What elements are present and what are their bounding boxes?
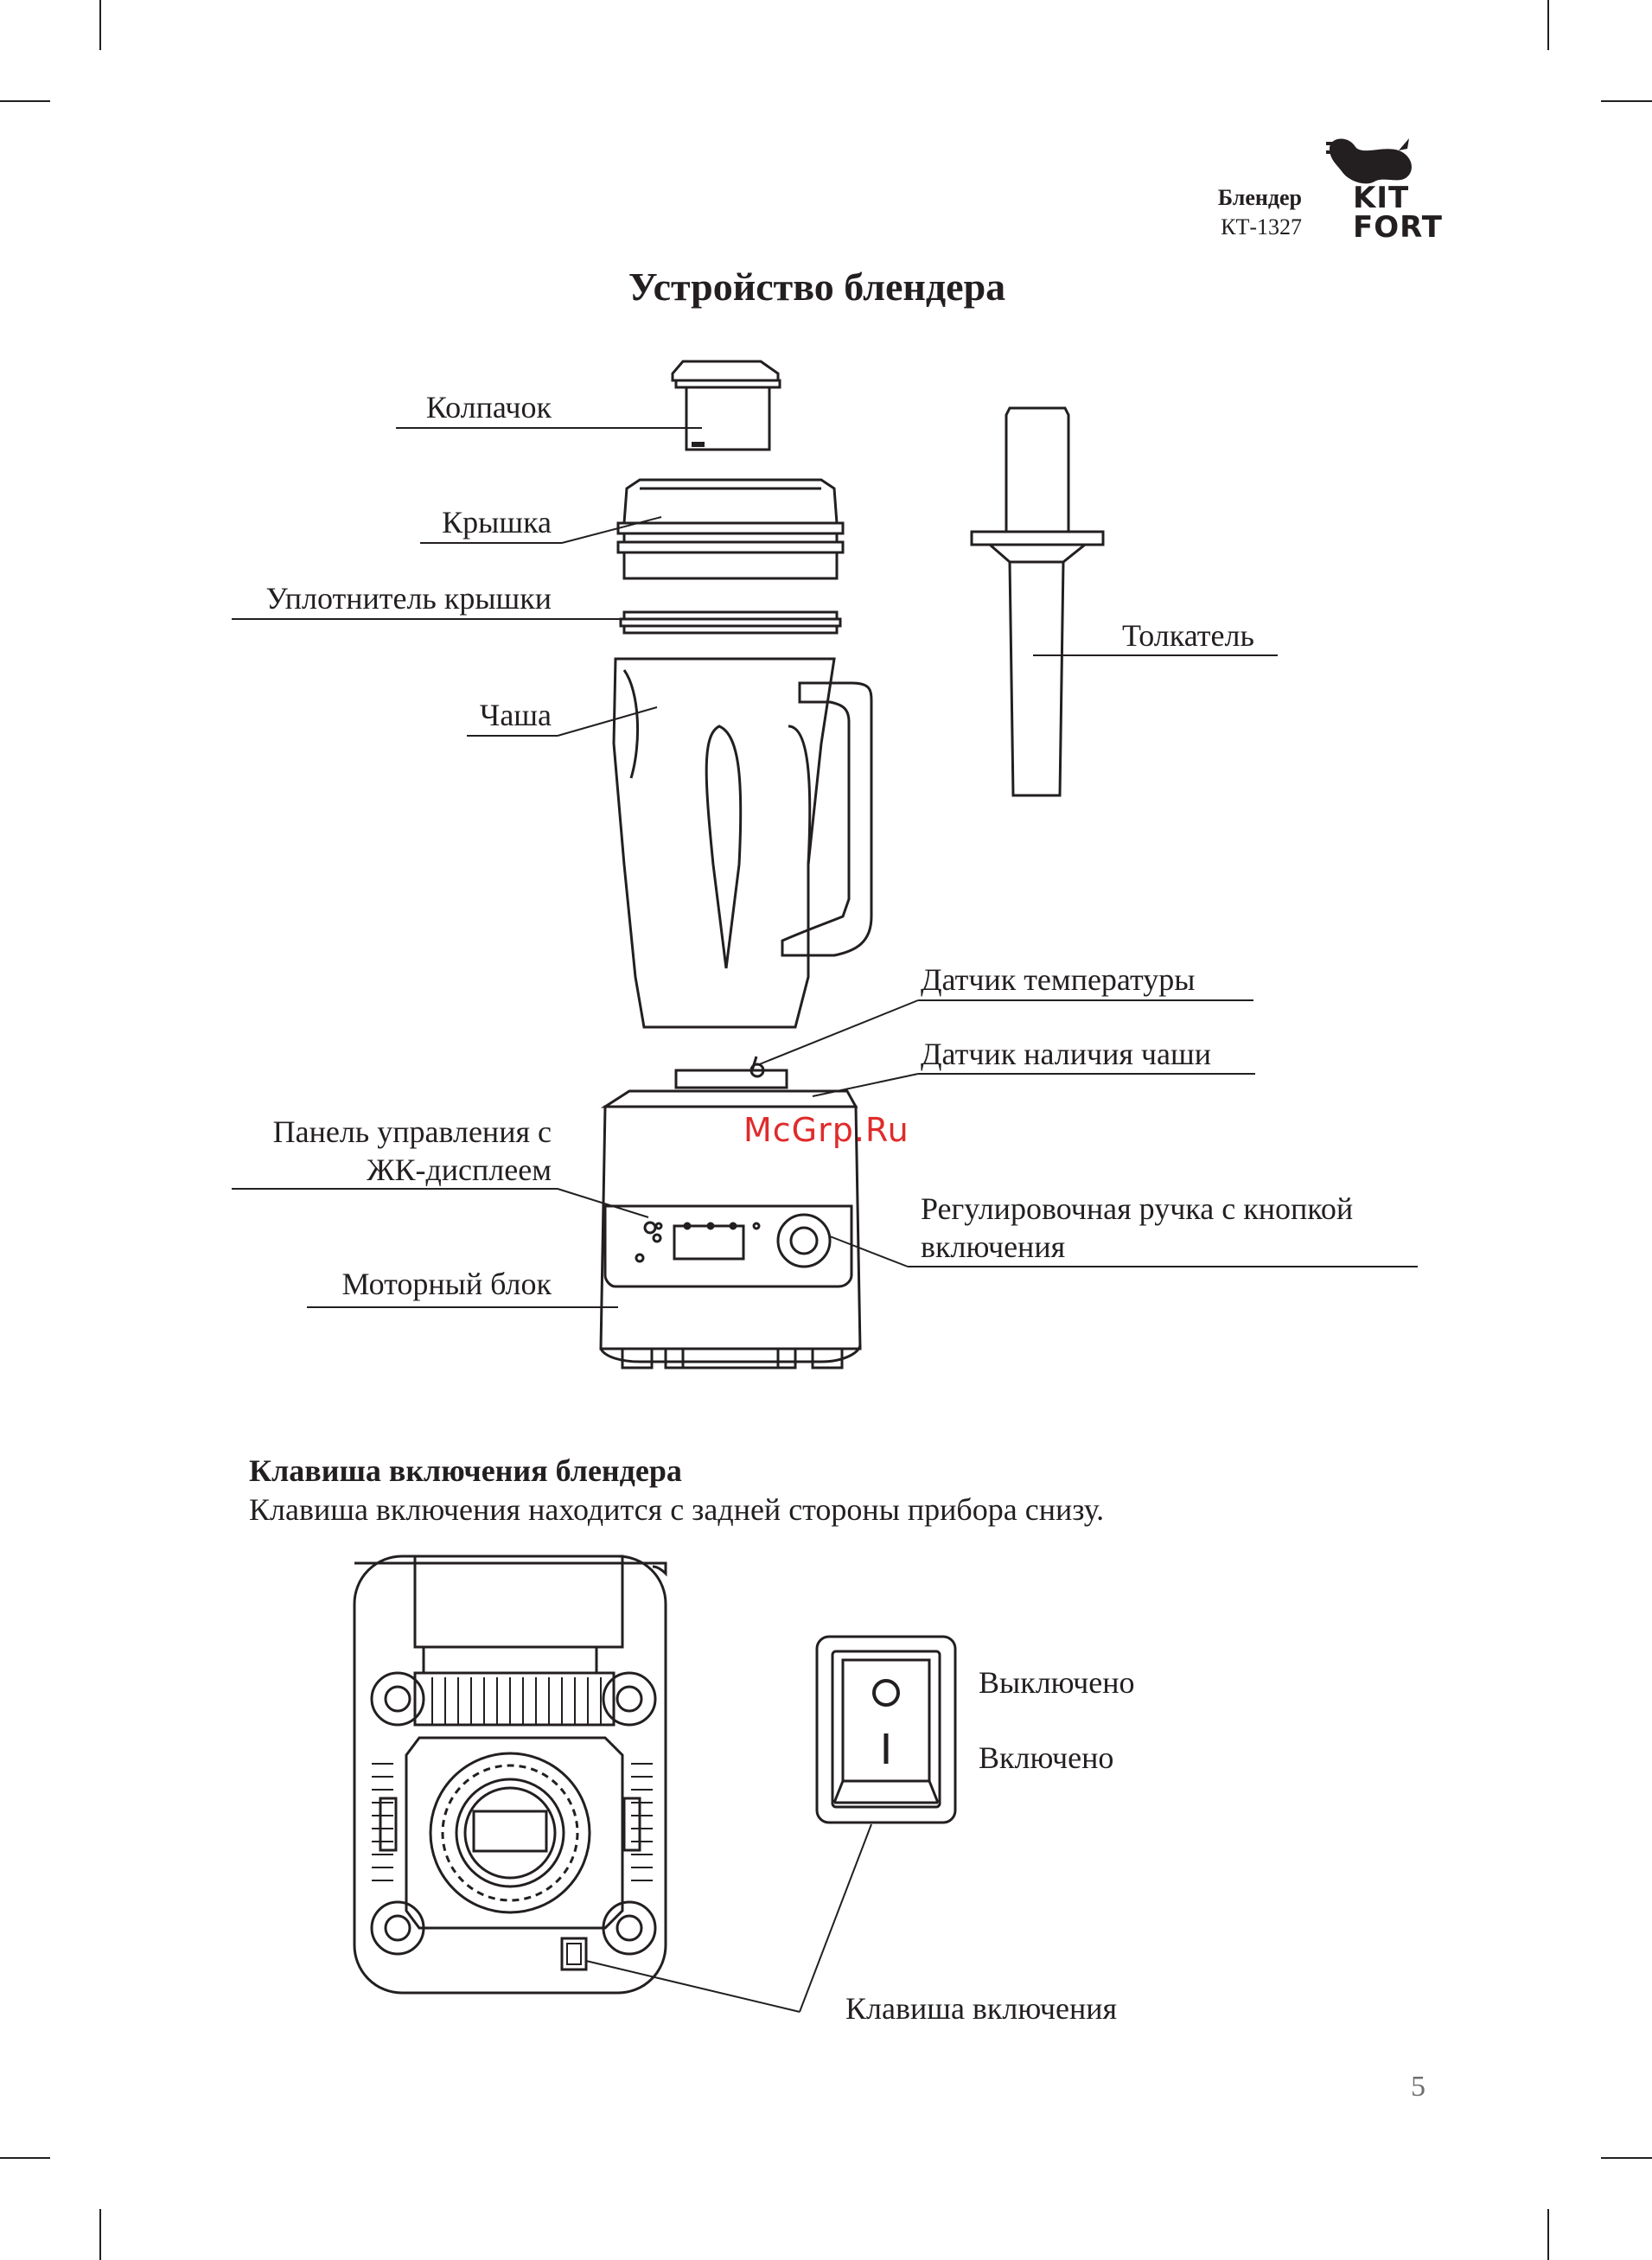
label-motor-unit: Моторный блок	[341, 1267, 552, 1301]
label-lid-seal: Уплотнитель крышки	[265, 581, 552, 616]
motor-base-part	[599, 1056, 862, 1369]
watermark: McGrp.Ru	[743, 1111, 909, 1149]
lid-seal-part	[619, 610, 842, 635]
crop-mark	[0, 100, 50, 102]
header-product: Блендер	[1217, 185, 1302, 210]
cap-part	[671, 360, 781, 451]
label-knob: Регулировочная ручка с кнопкой включения	[921, 1190, 1353, 1266]
crop-mark	[99, 2209, 101, 2260]
label-control-panel: Панель управления с ЖК-дисплеем	[273, 1113, 552, 1189]
label-switch-off: Выключено	[979, 1665, 1135, 1700]
page-number: 5	[1411, 2071, 1426, 2103]
label-temp-sensor: Датчик температуры	[921, 962, 1196, 997]
crop-mark	[1601, 2157, 1652, 2159]
crop-mark	[1601, 100, 1652, 102]
tamper-part	[970, 406, 1105, 797]
label-cap: Колпачок	[425, 390, 552, 425]
lid-part	[616, 478, 845, 580]
label-jar-sensor: Датчик наличия чаши	[921, 1037, 1211, 1071]
label-panel-line1: Панель управления с	[272, 1114, 552, 1149]
label-panel-line2: ЖК-дисплеем	[367, 1152, 552, 1187]
label-tamper: Толкатель	[1122, 618, 1254, 653]
label-switch-on: Включено	[979, 1740, 1114, 1775]
leader-lines	[232, 427, 1418, 1308]
jar-part	[612, 657, 873, 1029]
logo-line-1: KIT	[1353, 181, 1410, 215]
switch-leader-lines	[585, 1823, 872, 2013]
section-heading: Клавиша включения блендера	[249, 1453, 682, 1488]
logo-line-2: FORT	[1353, 210, 1443, 245]
header-model: КТ-1327	[1221, 214, 1302, 239]
crop-mark	[1547, 0, 1549, 50]
whale-plug-icon	[1326, 138, 1412, 184]
brand-logo-text: KIT FORT	[1353, 183, 1443, 242]
crop-mark	[1547, 2209, 1549, 2260]
label-jar: Чаша	[479, 698, 552, 732]
crop-mark	[0, 2157, 50, 2159]
section-text: Клавиша включения находится с задней сто…	[249, 1492, 1105, 1527]
header-model-block: Блендер КТ-1327	[1218, 183, 1302, 242]
label-lid: Крышка	[442, 505, 552, 539]
label-knob-line2: включения	[921, 1229, 1066, 1264]
blender-rear-view	[353, 1555, 667, 1995]
page-title: Устройство блендера	[628, 265, 1006, 309]
crop-mark	[99, 0, 101, 50]
label-knob-line1: Регулировочная ручка с кнопкой	[921, 1191, 1354, 1226]
label-power-key: Клавиша включения	[845, 1991, 1118, 2026]
power-switch-detail	[815, 1635, 957, 1824]
